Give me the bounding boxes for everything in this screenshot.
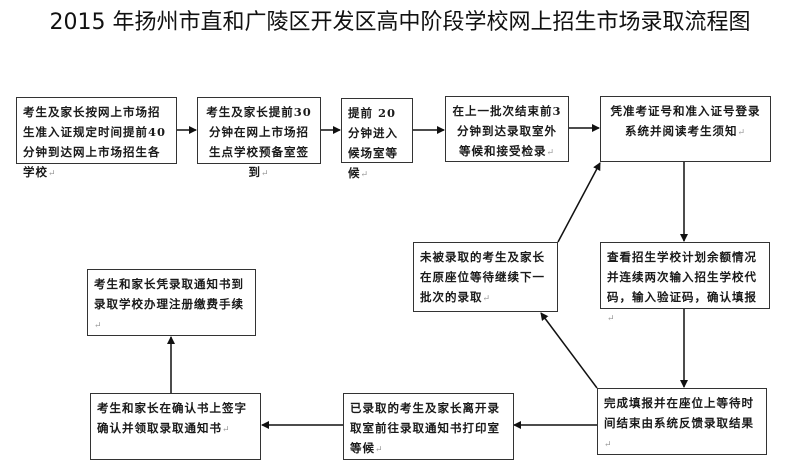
paragraph-mark: ↵ — [222, 425, 231, 435]
step-sign-confirmation: 考生和家长在确认书上签字确认并领取录取通知书↵ — [90, 393, 261, 460]
paragraph-mark: ↵ — [260, 169, 270, 179]
paragraph-mark: ↵ — [482, 294, 492, 304]
step-text: 已录取的考生及家长离开录取室前往录取通知书打印室等候 — [350, 401, 500, 455]
paragraph-mark: ↵ — [48, 169, 57, 179]
step-text: 考生及家长按网上市场招生准入证规定时间提前40分钟到达网上市场招生各学校 — [23, 105, 167, 179]
paragraph-mark: ↵ — [607, 314, 616, 324]
step-enter-school-code: 查看招生学校计划余额情况并连续两次输入招生学校代码，输入验证码，确认填报 ↵ — [600, 242, 770, 324]
step-text: 考生和家长凭录取通知书到录取学校办理注册缴费手续 — [94, 277, 244, 311]
step-text: 提前 20 分钟进入候场室等候 — [348, 106, 398, 180]
paragraph-mark: ↵ — [94, 321, 103, 331]
step-sign-in: 考生及家长提前30分钟在网上市场招生点学校预备室签到↵ — [197, 97, 321, 179]
step-admitted-print-room: 已录取的考生及家长离开录取室前往录取通知书打印室等候↵ — [343, 393, 514, 460]
paragraph-mark: ↵ — [737, 128, 747, 138]
step-text: 考生及家长提前30分钟在网上市场招生点学校预备室签到 — [206, 105, 312, 179]
step-check-in: 在上一批次结束前3分钟到达录取室外等候和接受检录↵ — [445, 96, 569, 162]
step-text: 凭准考证号和准入证号登录系统并阅读考生须知 — [610, 104, 761, 138]
paragraph-mark: ↵ — [360, 170, 370, 180]
step-await-result: 完成填报并在座位上等待时间结束由系统反馈录取结果 ↵ — [597, 388, 767, 455]
step-text: 查看招生学校计划余额情况并连续两次输入招生学校代码，输入验证码，确认填报 — [607, 250, 757, 304]
diagram-title: 2015 年扬州市直和广陵区开发区高中阶段学校网上招生市场录取流程图 — [49, 10, 751, 35]
arrow-s8-s5 — [557, 162, 601, 243]
step-text: 未被录取的考生及家长在原座位等待继续下一批次的录取 — [420, 250, 545, 304]
step-text: 完成填报并在座位上等待时间结束由系统反馈录取结果 — [604, 396, 754, 430]
step-waiting-room: 提前 20 分钟进入候场室等候↵ — [341, 98, 413, 180]
step-text: 考生和家长在确认书上签字确认并领取录取通知书 — [97, 401, 247, 435]
arrow-s7-s8 — [540, 312, 598, 389]
step-not-admitted: 未被录取的考生及家长在原座位等待继续下一批次的录取↵ — [413, 242, 558, 312]
paragraph-mark: ↵ — [546, 148, 556, 158]
step-arrive-school: 考生及家长按网上市场招生准入证规定时间提前40分钟到达网上市场招生各学校↵ — [16, 97, 177, 179]
step-register-pay: 考生和家长凭录取通知书到录取学校办理注册缴费手续 ↵ — [87, 269, 256, 336]
step-text: 在上一批次结束前3分钟到达录取室外等候和接受检录 — [452, 104, 562, 158]
paragraph-mark: ↵ — [375, 445, 384, 455]
paragraph-mark: ↵ — [604, 440, 613, 450]
step-login-system: 凭准考证号和准入证号登录系统并阅读考生须知↵ — [600, 96, 771, 162]
